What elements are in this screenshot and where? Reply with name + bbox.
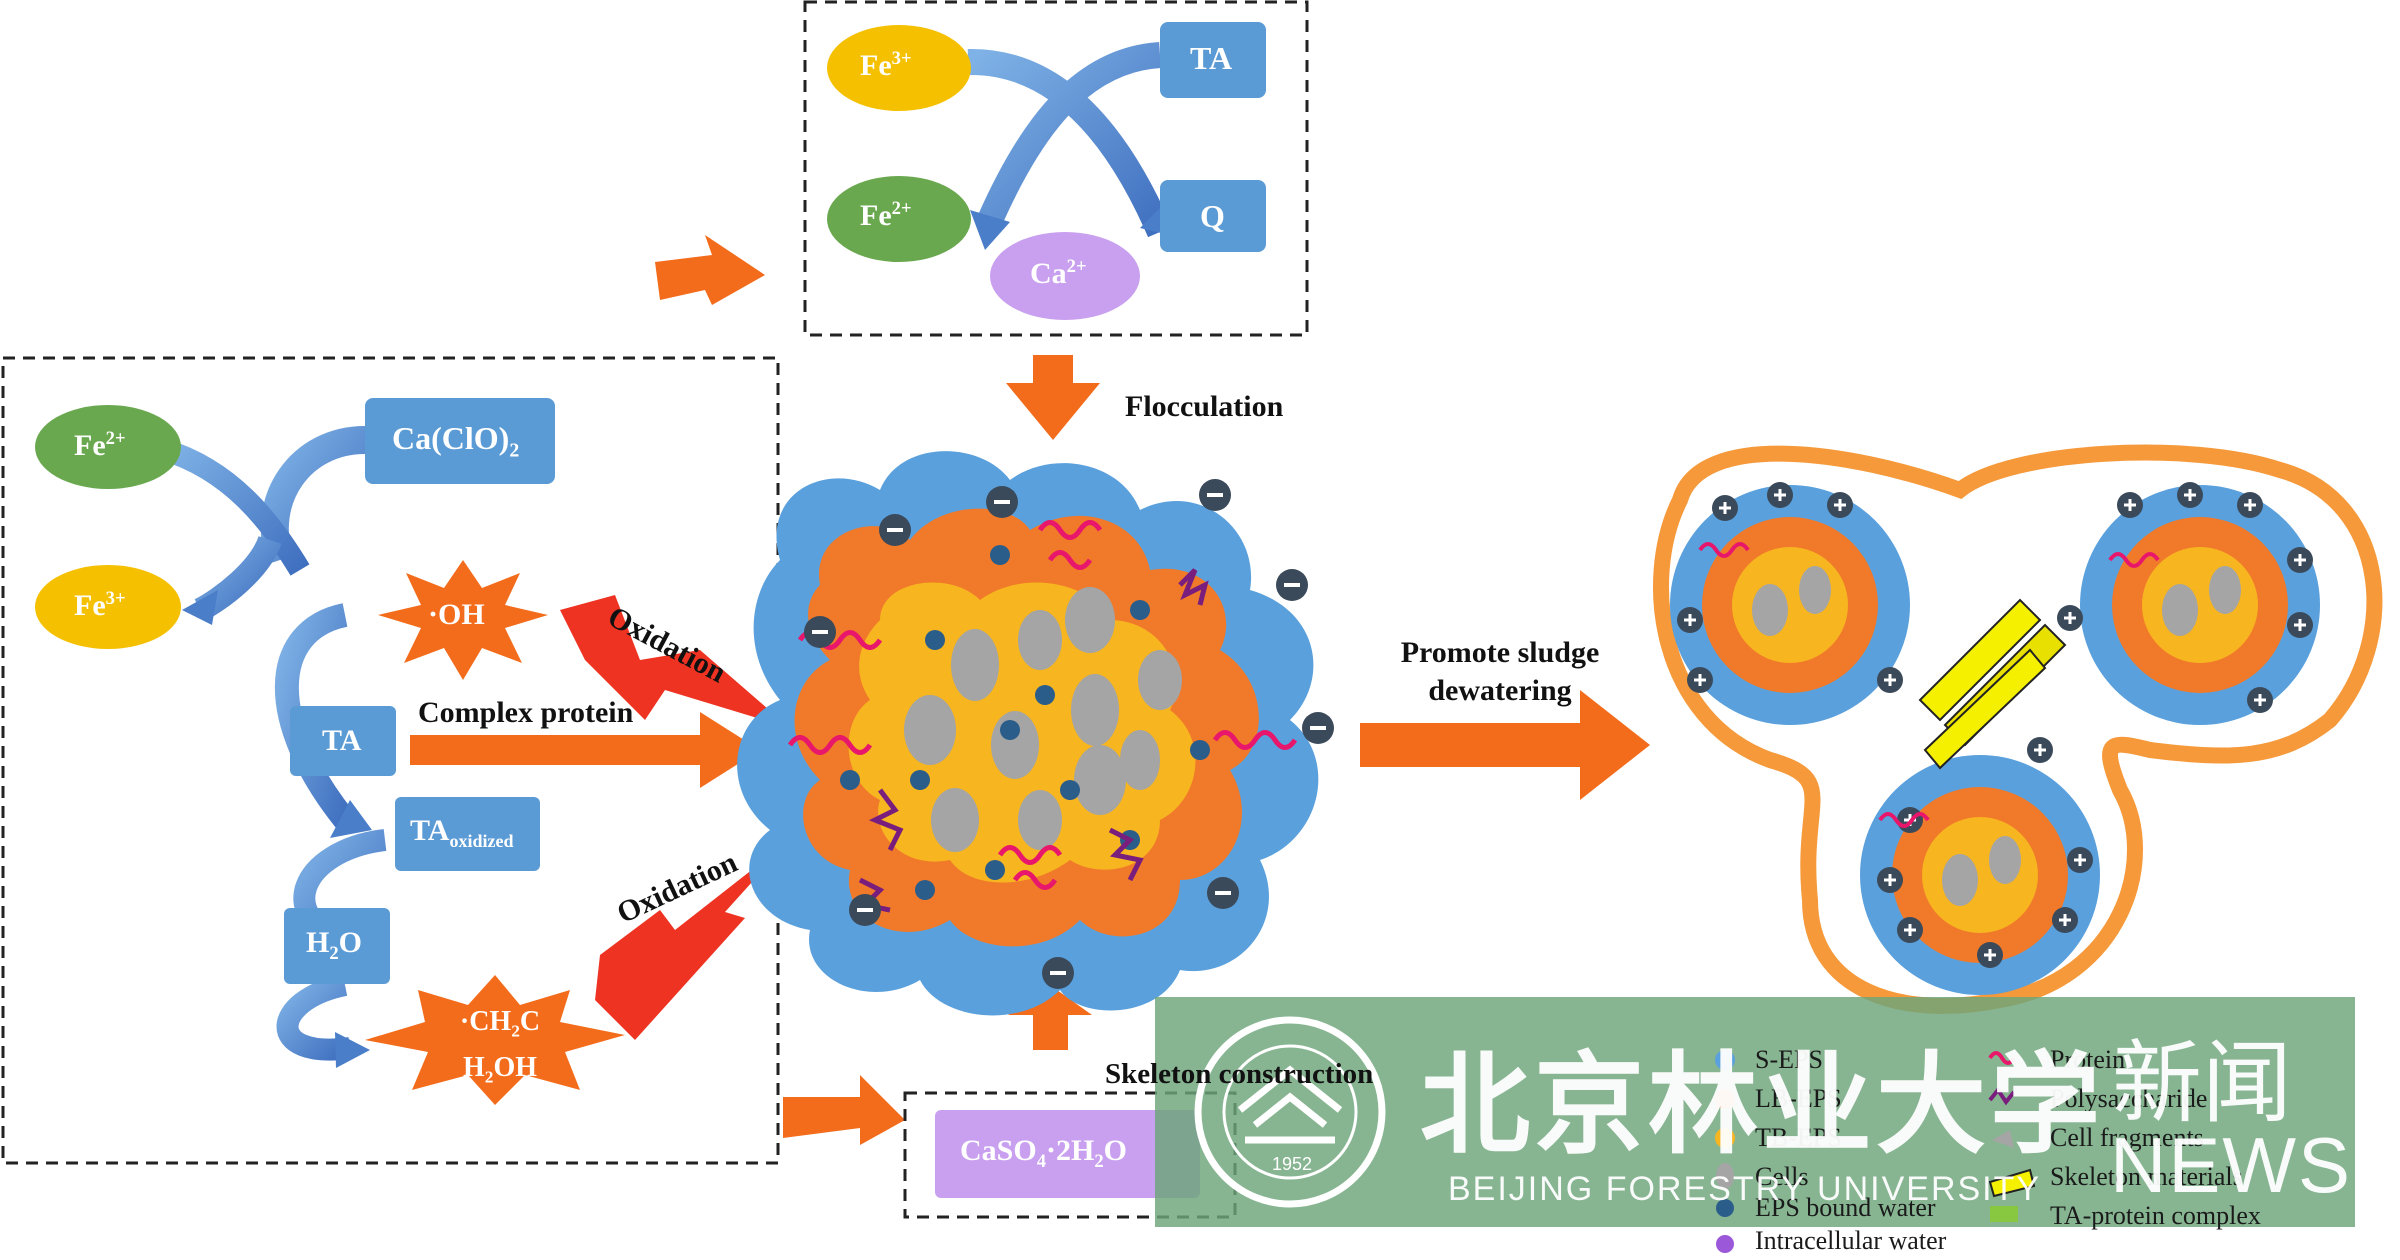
ca2-ellipse	[990, 232, 1140, 320]
h2o-label: H2O	[306, 926, 362, 964]
watermark-en-name: BEIJING FORESTRY UNIVERSITY	[1448, 1170, 2042, 1208]
legend-item: Protein	[2050, 1045, 2126, 1074]
watermark-cn-name: 北京林业大学	[1420, 1040, 2104, 1169]
legend-item: LB-EPS	[1755, 1084, 1842, 1113]
watermark-seal-year: 1952	[1272, 1154, 1313, 1174]
ch2c-radical-star	[365, 975, 625, 1105]
skeleton-materials	[1918, 598, 2067, 770]
arrow-to-top-box	[655, 235, 765, 305]
legend-left: S-EPS LB-EPS TB-EPS Cells EPS bound wate…	[1700, 1040, 1946, 1260]
dewatered-aggregate	[1653, 444, 2383, 1014]
fe2-ellipse-left	[35, 405, 181, 489]
skeleton-construction-label: Skeleton construction	[1105, 1058, 1374, 1090]
floc-negative-charges	[804, 479, 1334, 989]
floc-bound-water	[840, 545, 1210, 900]
legend-item: Intracellular water	[1755, 1226, 1947, 1255]
blue-curve-arrow	[978, 42, 1162, 226]
oxidation-bolt-top	[560, 595, 790, 728]
fe3-ellipse-left	[35, 565, 181, 649]
top-q-label: Q	[1200, 198, 1225, 234]
legend-item: Skeleton materials	[2050, 1162, 2243, 1191]
flocculation-arrow	[1006, 355, 1100, 440]
complex-protein-label: Complex protein	[418, 696, 634, 729]
legend-item: TB-EPS	[1755, 1123, 1842, 1152]
aggregate-protein	[1698, 542, 2160, 828]
fe3-ellipse	[827, 25, 971, 111]
oh-label: ·OH	[428, 598, 485, 631]
subfloc-left	[1670, 485, 1910, 725]
h2o-box	[284, 908, 390, 984]
legend-item: TA-protein complex	[2050, 1201, 2261, 1230]
oxidation-bolt-bottom	[595, 840, 790, 1040]
left-fe2-label: Fe2+	[74, 428, 126, 462]
left-ta-label: TA	[322, 724, 362, 757]
oh-radical-star	[378, 560, 548, 680]
complex-protein-arrow	[410, 712, 760, 788]
legend-item: Polysaccharide	[2050, 1084, 2208, 1113]
orange-arrows	[410, 235, 1650, 1145]
promote-dewatering-arrow	[1360, 690, 1650, 800]
watermark-cn-news: 新闻	[2112, 1031, 2292, 1136]
legend-item: EPS bound water	[1755, 1193, 1936, 1222]
top-ca2-label: Ca2+	[1030, 256, 1087, 290]
watermark-banner	[1155, 997, 2355, 1227]
legend-item: Cells	[1755, 1162, 1809, 1191]
ch2c-h2oh-label: ·CH2C H2OH	[459, 1006, 541, 1087]
legend-right: Protein Polysaccharide Cell fragments Sk…	[2050, 1040, 2261, 1235]
caclo2-box	[365, 398, 555, 484]
fe2-ellipse	[827, 176, 971, 262]
caso4-fill	[935, 1110, 1200, 1198]
legend-item: Cell fragments	[2050, 1123, 2204, 1152]
top-fe2-label: Fe2+	[860, 198, 912, 232]
ta-box-left	[290, 706, 396, 776]
ta-box	[1160, 22, 1266, 98]
left-fe3-label: Fe3+	[74, 588, 126, 622]
top-fe3-label: Fe3+	[860, 48, 912, 82]
legend-item: S-EPS	[1755, 1045, 1823, 1074]
university-seal	[1194, 1016, 1386, 1208]
promote-dewatering-label: Promote sludge dewatering	[1400, 636, 1600, 707]
caso4-label: CaSO4·2H2O	[960, 1134, 1127, 1172]
ta-oxidized-box	[395, 797, 540, 871]
q-box	[1160, 180, 1266, 252]
blue-curve-arrow	[967, 48, 1172, 238]
floc-cells	[904, 587, 1182, 852]
arrow-to-caso4	[783, 1075, 905, 1145]
sludge-floc	[737, 451, 1334, 1016]
flocculation-label: Flocculation	[1125, 390, 1284, 423]
ta-oxidized-label: TAoxidized	[410, 814, 514, 851]
top-ta-label: TA	[1190, 40, 1233, 76]
left-reaction-box	[1, 356, 780, 1165]
top-reaction-box	[803, 0, 1309, 337]
caclo2-label: Ca(ClO)2	[392, 420, 520, 462]
subfloc-right	[2080, 485, 2320, 725]
watermark-en-news: NEWS	[2110, 1121, 2352, 1209]
